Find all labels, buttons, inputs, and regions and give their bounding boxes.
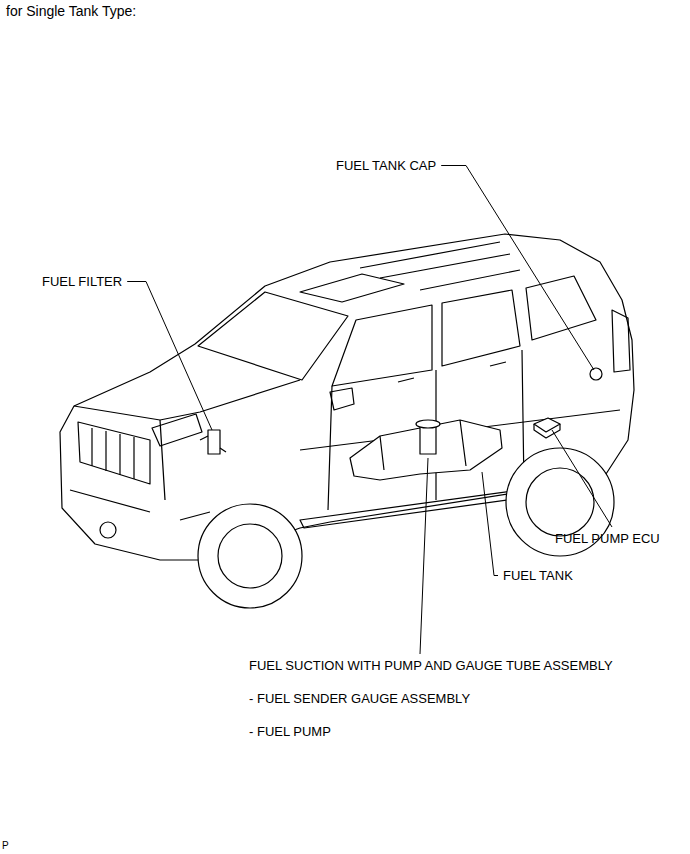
leader-line xyxy=(552,430,612,527)
part-label: FUEL TANK xyxy=(503,568,573,583)
part-label: FUEL PUMP ECU xyxy=(555,531,660,546)
page-heading: for Single Tank Type: xyxy=(6,4,136,19)
part-label: FUEL SUCTION WITH PUMP AND GAUGE TUBE AS… xyxy=(249,658,613,673)
page-code: P xyxy=(2,840,9,852)
leader-line xyxy=(482,472,498,576)
part-label: - FUEL SENDER GAUGE ASSEMBLY xyxy=(249,691,470,706)
leader-line xyxy=(127,282,212,431)
part-label: - FUEL PUMP xyxy=(249,724,331,739)
part-label: FUEL FILTER xyxy=(42,274,122,289)
leader-line xyxy=(441,166,594,371)
part-label: FUEL TANK CAP xyxy=(336,158,436,173)
leader-line xyxy=(420,458,428,654)
